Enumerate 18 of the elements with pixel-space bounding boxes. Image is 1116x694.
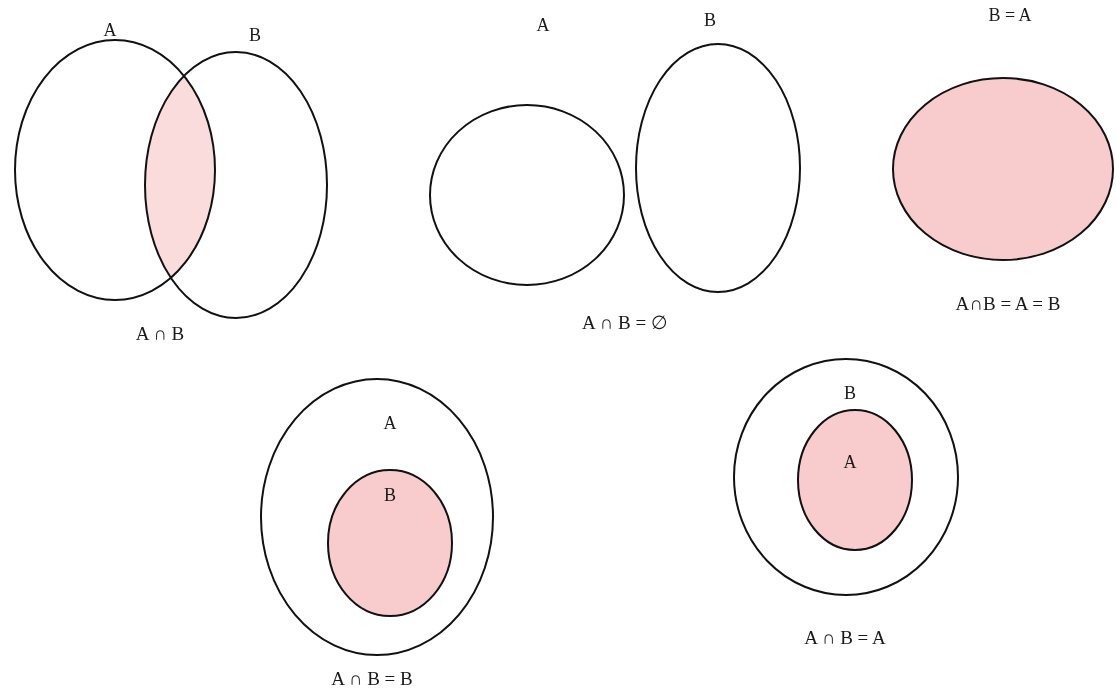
set-equation: A ∩ B = B	[331, 668, 413, 688]
set-label: B	[844, 384, 856, 402]
set-equation: A ∩ B = ∅	[582, 312, 668, 332]
set-label: A	[103, 21, 117, 39]
set-label: B	[704, 11, 716, 29]
set-equation: A ∩ B = A	[804, 627, 886, 647]
set-region	[732, 357, 960, 597]
set-region	[796, 408, 914, 552]
set-equation: A∩B = A = B	[955, 293, 1061, 313]
set-label: A	[383, 414, 397, 432]
set-label: B	[384, 486, 396, 504]
set-region	[259, 377, 495, 657]
set-label: A	[536, 16, 550, 34]
set-label: A	[843, 453, 857, 471]
set-label: B	[249, 26, 261, 44]
set-equation: A ∩ B	[135, 323, 185, 343]
set-label: B = A	[988, 6, 1032, 24]
set-region	[326, 468, 454, 618]
